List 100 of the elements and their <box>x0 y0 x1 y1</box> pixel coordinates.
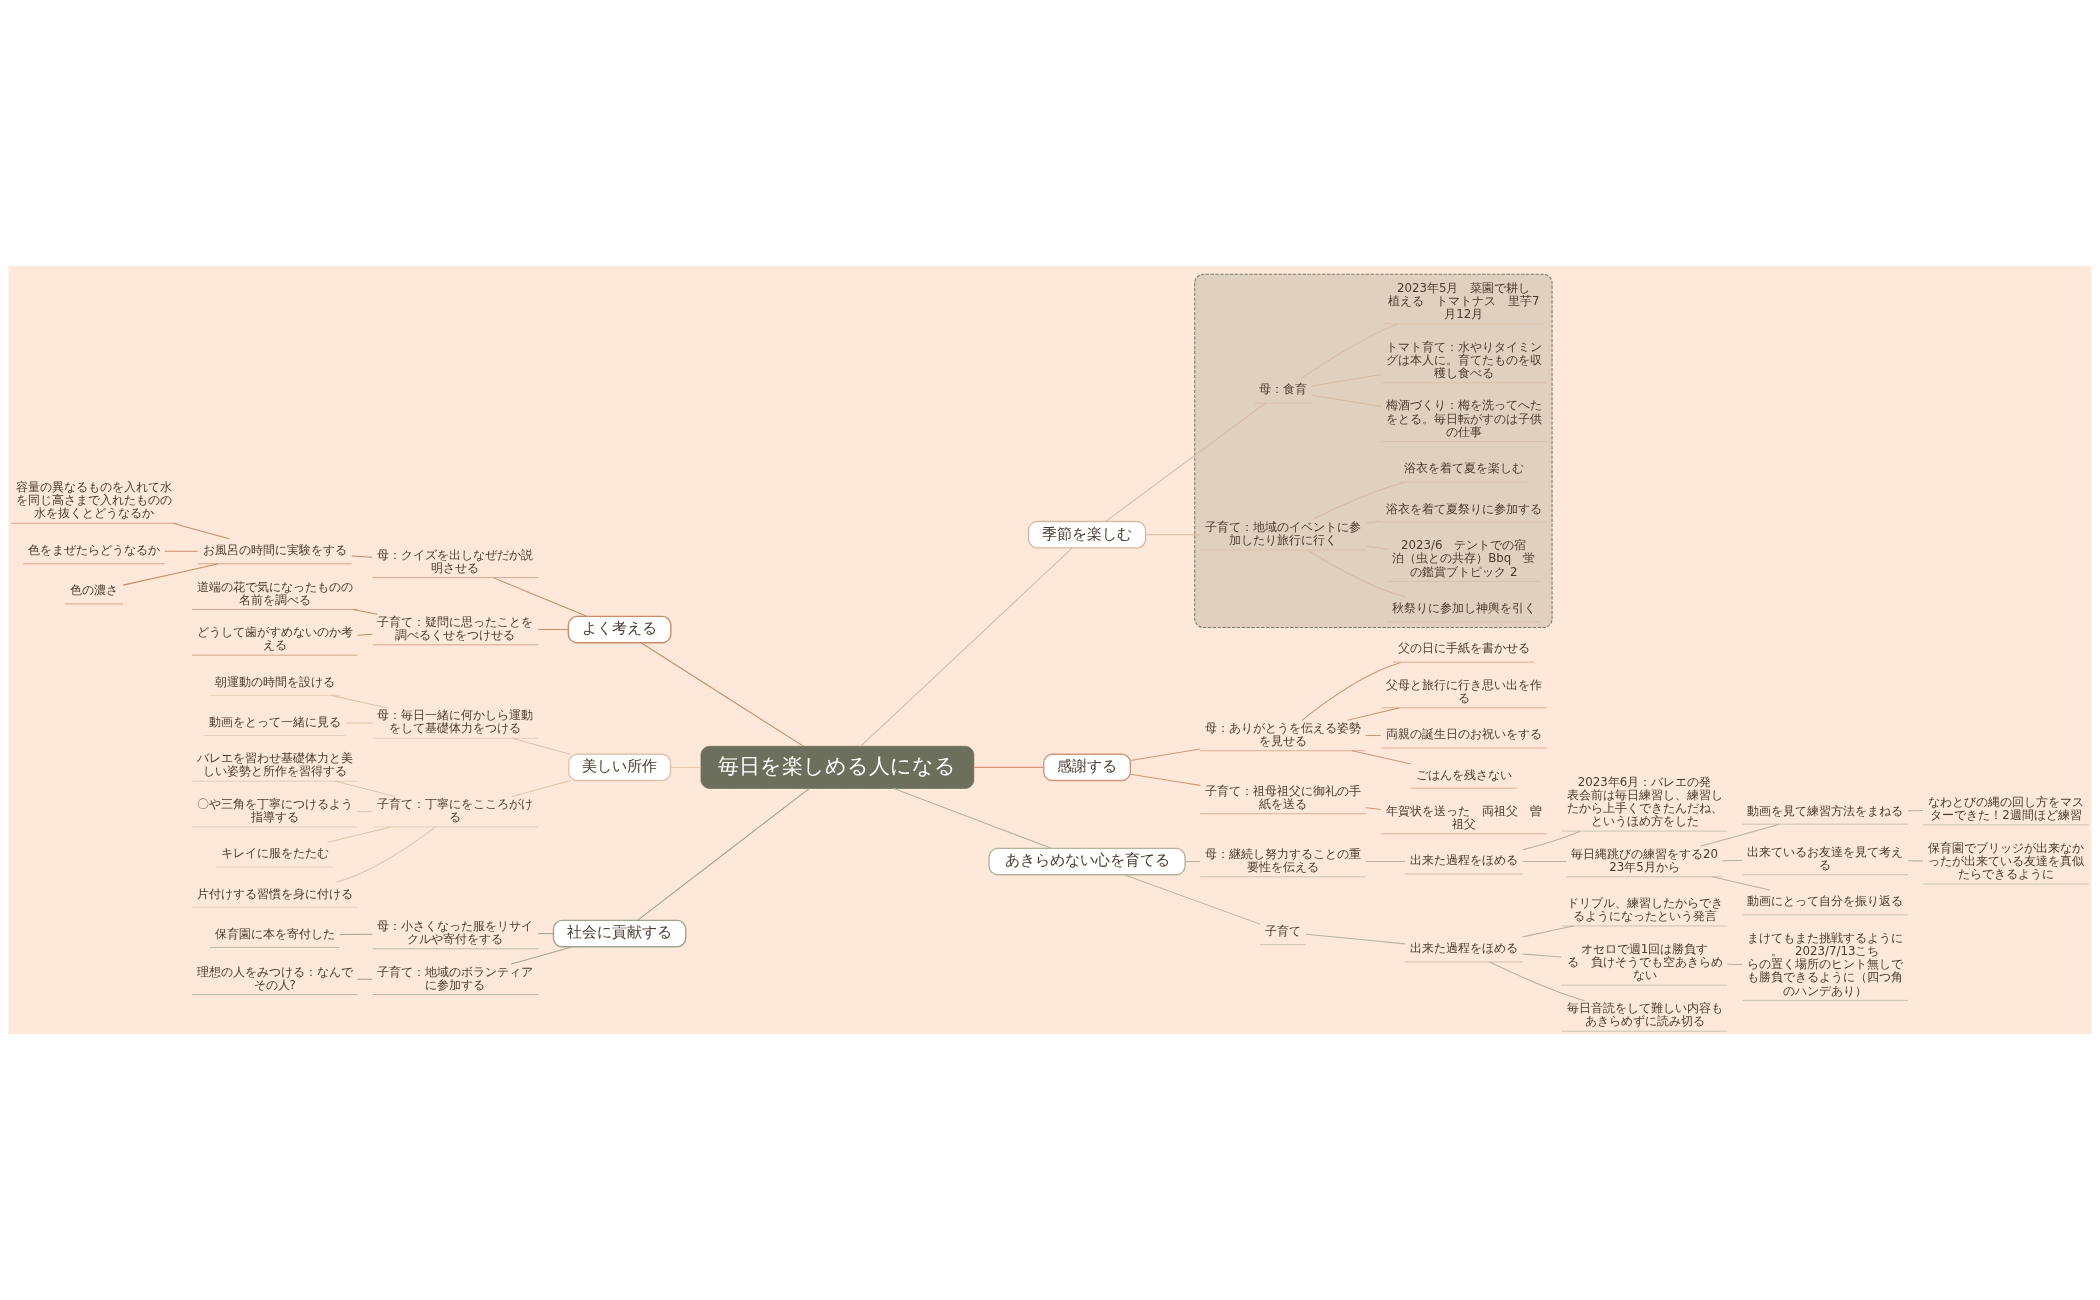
connector <box>1301 323 1398 379</box>
connector <box>1365 545 1388 550</box>
connector <box>1306 549 1407 598</box>
node-text: 母：毎日一緒に何かしら運動をして基礎体力をつける <box>377 708 534 736</box>
connector <box>670 766 702 768</box>
node-text: 毎日音読をして難しい内容もあきらめずに読み切る <box>1566 1001 1723 1029</box>
connector <box>511 780 571 797</box>
connector <box>1305 933 1406 945</box>
connector <box>330 694 388 709</box>
node-text: どうして歯がすめないのか考える <box>196 625 353 653</box>
connector <box>1311 374 1382 387</box>
node-text: 母：食育 <box>1259 382 1308 397</box>
connector <box>492 577 588 617</box>
node-text: 動画をとって一緒に見る <box>208 714 341 729</box>
connector <box>1312 481 1407 520</box>
node-text: 容量の異なるものを入れて水を同じ高さまで入れたものの水を抜くとどうなるか <box>15 480 172 521</box>
node-box: 感謝する <box>1043 753 1132 782</box>
node-text: 母：小さくなった服をリサイクルや寄付をする <box>377 918 534 946</box>
connector <box>339 933 374 935</box>
node-text: 2023/6 テントでの宿泊（虫との共存）Bbq 蛍の鑑賞ブトピック 2 <box>1392 538 1536 579</box>
node-text: 朝運動の時間を設ける <box>214 674 335 689</box>
connector <box>1521 925 1574 938</box>
node-text: 子育て：地域のイベントに参加したり旅行に行く <box>1205 519 1362 548</box>
node-text: 片付けする習慣を身に付ける <box>196 886 353 901</box>
connector <box>510 946 573 965</box>
node-text: 浴衣を着て夏を楽しむ <box>1403 461 1524 476</box>
node-text: トマト育て：水やりタイミングは本人に。育てたものを収穫し食べる <box>1385 339 1542 380</box>
connector <box>1722 859 1743 862</box>
node-text: 秋祭りに参加し神輿を引く <box>1391 601 1536 616</box>
node-text: なわとびの縄の回し方をマスターできた！2週間ほど練習 <box>1928 794 2085 823</box>
node-text: 子育て：地域のボランティアに参加する <box>377 964 534 992</box>
connector <box>1346 707 1400 721</box>
node-text: 子育て：祖母祖父に御礼の手紙を送る <box>1205 783 1362 811</box>
node-box: 美しい所作 <box>568 753 672 782</box>
node-text: 〇や三角を丁寧につけるよう指導する <box>196 796 353 825</box>
connector <box>352 609 378 615</box>
node-text: 動画を見て練習方法をまねる <box>1747 803 1904 818</box>
connector <box>1365 735 1382 737</box>
connector <box>1907 810 1924 812</box>
connector <box>1129 773 1201 786</box>
connector <box>1123 874 1261 925</box>
node-text: ドリブル、練習したからできるようになったという発言 <box>1566 895 1723 924</box>
connector <box>335 826 436 883</box>
connector <box>356 811 373 813</box>
connector <box>1522 953 1562 958</box>
node-text: 父の日に手紙を書かせる <box>1397 641 1530 656</box>
connector <box>172 522 230 540</box>
node-text: 出来た過程をほめる <box>1409 853 1518 868</box>
connector <box>356 978 373 980</box>
connector <box>860 547 1073 747</box>
node-text: 父母と旅行に行き思い出を作る <box>1385 677 1542 706</box>
connector <box>351 555 373 558</box>
node-text: 2023年5月 菜園で耕し植える トマトナス 里芋7月12月 <box>1388 280 1540 322</box>
node-text: 動画にとって自分を振り返る <box>1747 894 1904 909</box>
connector <box>334 780 396 797</box>
node-text: 色の濃さ <box>69 583 118 598</box>
node-text: 子育て：疑問に思ったことを調べるくせをつけせる <box>377 614 534 642</box>
connector <box>1184 861 1201 863</box>
node-text: 両親の誕生日のお祝いをする <box>1385 727 1542 742</box>
connector <box>511 737 571 755</box>
node-box: よく考える <box>567 615 672 644</box>
node-text: キレイに服をたたむ <box>220 846 329 861</box>
connector <box>640 642 804 747</box>
node-text: 保育園に本を寄付した <box>214 926 335 941</box>
connector <box>1711 876 1771 891</box>
node-text: 母：ありがとうを伝える姿勢を見せる <box>1205 720 1362 748</box>
connector <box>893 788 1052 849</box>
connector <box>1105 402 1266 522</box>
node-text: 年賀状を送った 両祖父 曽祖父 <box>1385 803 1542 832</box>
node-text: 子育て <box>1265 924 1302 939</box>
connector <box>164 550 199 552</box>
connector <box>122 563 219 586</box>
node-text: 浴衣を着て夏祭りに参加する <box>1385 501 1542 516</box>
connector <box>1726 963 1743 965</box>
connector <box>636 788 810 921</box>
connector <box>356 633 373 636</box>
node-text: 母：継続し努力することの重要性を伝える <box>1205 846 1362 874</box>
connector <box>1699 823 1781 847</box>
node-box: 季節を楽しむ <box>1027 520 1147 549</box>
node-text: 母：クイズを出しなぜだか説明させる <box>377 547 534 575</box>
node-box: 社会に貢献する <box>552 919 687 948</box>
cluster <box>1194 273 1553 628</box>
node-text: 道端の花で気になったものの名前を調べる <box>196 579 353 607</box>
connector <box>1351 750 1412 765</box>
connector <box>1311 394 1382 407</box>
node-text: 毎日縄跳びの練習をする2023年5月から <box>1571 846 1719 874</box>
connector <box>1145 534 1201 536</box>
node-box: あきらめない心を育てる <box>988 847 1186 876</box>
connector <box>537 629 569 631</box>
connector <box>1129 748 1201 761</box>
node-text: バレエを習わせ基礎体力と美しい姿勢と所作を習得する <box>196 751 353 779</box>
node-text: 理想の人をみつける：なんでその人? <box>196 964 353 992</box>
node-text: 保育園でブリッジが出来なかったが出来ている友達を真似たらできるように <box>1928 840 2085 882</box>
node-text: オセロで週1回は勝負する 負けそうでも空あきらめない <box>1566 942 1723 983</box>
connector <box>1365 807 1382 810</box>
node-box: 毎日を楽しめる人になる <box>700 745 975 789</box>
node-text: ごはんを残さない <box>1415 767 1512 782</box>
connector <box>1365 861 1406 863</box>
node-text: 出来ているお友達を見て考える <box>1747 844 1904 872</box>
connector <box>327 826 392 843</box>
